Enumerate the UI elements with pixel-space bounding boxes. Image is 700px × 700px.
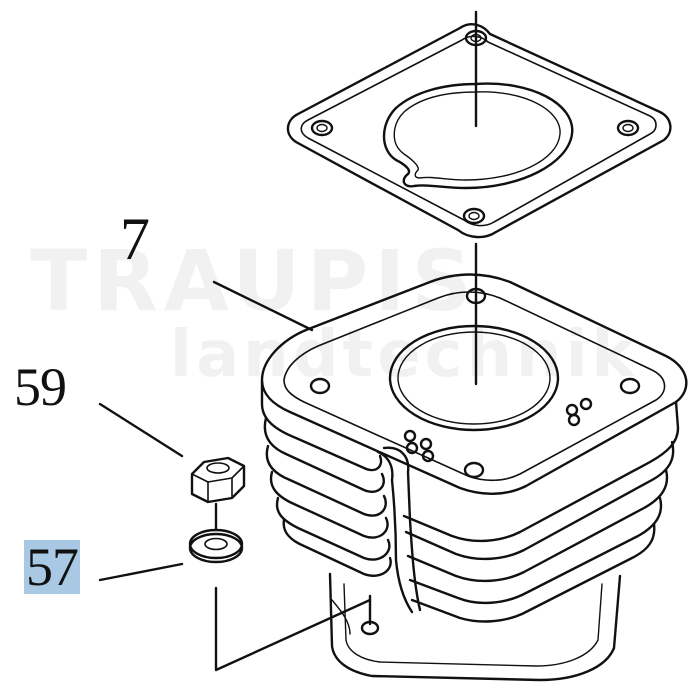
watermark-subtitle: landtechnik xyxy=(170,318,639,392)
callout-7[interactable]: 7 xyxy=(120,206,150,272)
cylinder xyxy=(260,273,688,682)
callout-59[interactable]: 59 xyxy=(14,357,67,417)
fastener-axis-leader xyxy=(214,586,372,672)
leader-line-57 xyxy=(98,562,184,582)
leader-line-7 xyxy=(212,280,314,332)
head-gasket xyxy=(286,23,672,239)
leader-line-59 xyxy=(98,402,184,458)
hex-nut-part xyxy=(190,456,246,504)
washer-part xyxy=(188,528,244,564)
callout-57-highlighted[interactable]: 57 xyxy=(24,537,80,597)
